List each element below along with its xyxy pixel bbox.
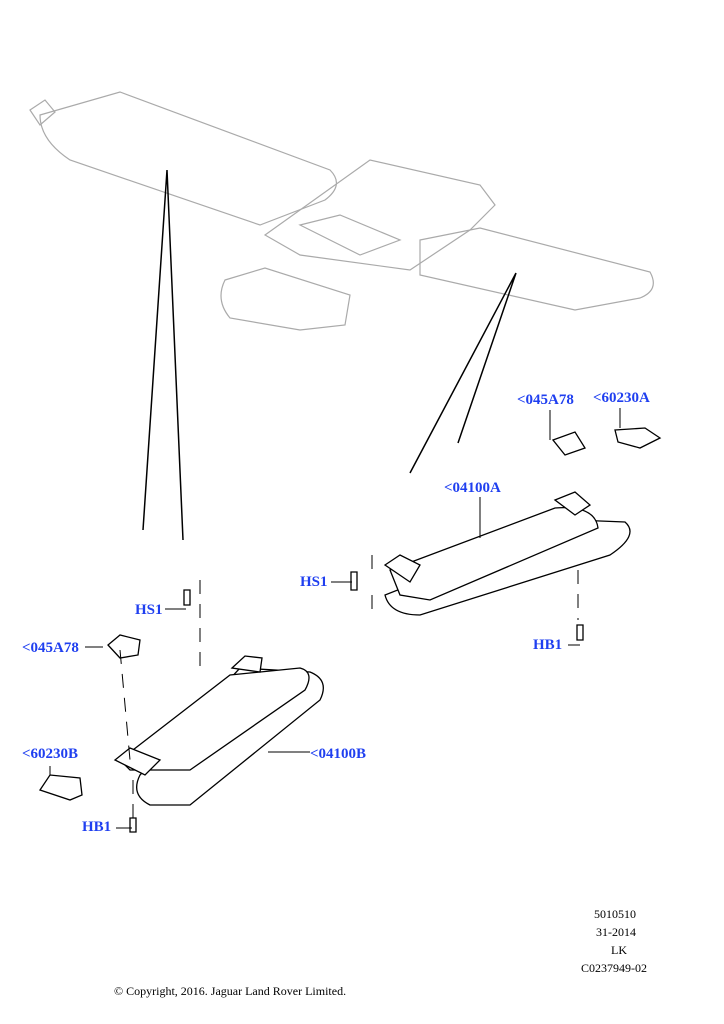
right-hs1-screw — [350, 571, 358, 591]
left-bracket — [107, 634, 141, 659]
callout-right-bracket[interactable]: <045A78 — [517, 392, 574, 408]
callout-left-clip[interactable]: <60230B — [22, 746, 79, 762]
callout-left-bracket[interactable]: <045A78 — [22, 640, 79, 656]
overview-left-visor — [39, 91, 337, 226]
overview-headliner — [29, 91, 654, 331]
left-clip — [38, 774, 83, 801]
leader-lines — [142, 169, 517, 541]
callout-left-visor[interactable]: <04100B — [310, 746, 367, 762]
info-code-2: 31-2014 — [596, 925, 636, 939]
callout-left-hb1[interactable]: HB1 — [82, 819, 112, 835]
callout-left-hs1[interactable]: HS1 — [135, 602, 163, 618]
callout-right-visor[interactable]: <04100A — [444, 480, 501, 496]
right-bracket — [551, 431, 586, 456]
right-visor-part — [350, 427, 662, 641]
left-visor-part — [38, 589, 324, 833]
info-code-1: 5010510 — [594, 907, 636, 921]
callout-right-clip[interactable]: <60230A — [593, 390, 650, 406]
info-code-3: LK — [611, 943, 627, 957]
callout-pointers — [49, 408, 621, 829]
overview-right-visor — [419, 227, 654, 311]
right-hb1-screw — [576, 624, 584, 641]
copyright: © Copyright, 2016. Jaguar Land Rover Lim… — [114, 984, 347, 998]
overview-console — [263, 159, 496, 271]
right-clip — [614, 427, 662, 449]
callout-right-hb1[interactable]: HB1 — [533, 637, 563, 653]
callout-right-hs1[interactable]: HS1 — [300, 574, 328, 590]
left-hs1-screw — [183, 589, 191, 606]
left-hb1-screw — [129, 817, 137, 833]
info-code-4: C0237949-02 — [581, 961, 647, 975]
overview-mirror — [220, 267, 351, 331]
